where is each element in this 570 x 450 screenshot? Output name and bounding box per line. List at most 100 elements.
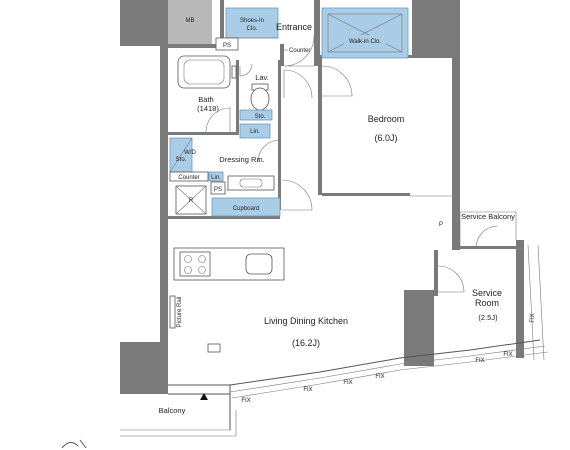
column-top-right bbox=[412, 0, 460, 55]
bedroom-label: Bedroom bbox=[368, 114, 405, 124]
picture-rail-label: Picture Rail bbox=[177, 297, 183, 328]
fix-label-6: FIX bbox=[503, 352, 512, 358]
linen-box-2 bbox=[208, 171, 224, 182]
lin-label-1: Lin. bbox=[250, 129, 260, 135]
north-arrow bbox=[61, 439, 87, 449]
ps-mid-label: PS bbox=[214, 187, 222, 193]
entry-inner-door bbox=[283, 69, 313, 99]
ldk-small-box bbox=[207, 343, 221, 353]
balcony-rail-2 bbox=[231, 351, 549, 399]
service-balcony-label: Service Balcony bbox=[461, 212, 515, 221]
fix-label-2: FIX bbox=[303, 387, 312, 393]
mb-area bbox=[168, 0, 212, 44]
right-balcony-rail-1 bbox=[527, 244, 535, 361]
kitchen-sink bbox=[245, 253, 273, 275]
living-door-swing bbox=[281, 179, 313, 211]
column-bottom-left bbox=[120, 342, 168, 394]
linen-box-1 bbox=[239, 123, 271, 139]
shoes-in-clo-label-2: Clo. bbox=[247, 26, 258, 32]
cupboard bbox=[211, 197, 281, 217]
wall-lav-right bbox=[278, 60, 281, 210]
ps-mid-box bbox=[210, 181, 226, 195]
wd-diag bbox=[169, 137, 193, 173]
right-balcony-rail-2 bbox=[537, 244, 545, 361]
wall-bedroom-left bbox=[318, 55, 322, 195]
fix-label-4: FIX bbox=[375, 374, 384, 380]
mb-label: MB bbox=[186, 18, 195, 24]
ldk-label: Living Dining Kitchen bbox=[264, 316, 348, 326]
bath-door-swing bbox=[205, 107, 231, 133]
lav-label: Lav. bbox=[255, 73, 269, 82]
wall-bath-bottom bbox=[168, 132, 238, 135]
refrigerator-diag-2 bbox=[175, 185, 207, 215]
shoes-in-closet bbox=[225, 7, 279, 39]
wall-dressing-bottom bbox=[168, 216, 280, 219]
burner-2 bbox=[198, 255, 206, 263]
counter-mid-label: Counter bbox=[178, 175, 199, 181]
wall-entry-divider bbox=[314, 0, 320, 66]
fix-label-3: FIX bbox=[343, 380, 352, 386]
burner-4 bbox=[198, 266, 206, 274]
bathtub bbox=[177, 55, 231, 89]
sto-label-1: Sto. bbox=[255, 114, 266, 120]
r-label: R bbox=[189, 198, 194, 204]
balcony-rail-4 bbox=[120, 410, 237, 437]
wall-bedroom-bottom bbox=[322, 193, 410, 196]
balcony-rail-1 bbox=[229, 345, 546, 393]
column-top-left bbox=[120, 0, 168, 46]
bath-label: Bath bbox=[198, 95, 213, 104]
walk-in-clo-label: Walk-in Clo. bbox=[349, 39, 381, 45]
service-room-door bbox=[437, 265, 465, 293]
fix-label-1: FIX bbox=[241, 398, 250, 404]
sto-box-1 bbox=[239, 109, 273, 121]
balcony-label: Balcony bbox=[159, 406, 186, 415]
entry-door-swing bbox=[283, 35, 315, 67]
shoes-in-clo-label-1: Shoes-In bbox=[240, 18, 264, 24]
service-room-size-label: (2.5J) bbox=[478, 313, 498, 322]
wall-service-top bbox=[458, 246, 520, 249]
cooktop bbox=[179, 251, 211, 277]
service-balcony-rail bbox=[459, 211, 517, 246]
dressing-rm-label: Dressing Rm. bbox=[219, 155, 264, 164]
bath-fixture bbox=[231, 65, 237, 79]
fix-label-5: FIX bbox=[475, 358, 484, 364]
walk-in-label-bg bbox=[344, 35, 386, 45]
wall-top bbox=[168, 44, 220, 48]
sto-label-2: Sto. bbox=[176, 157, 187, 163]
service-room-label-1: Service bbox=[472, 288, 502, 298]
service-room-label-2: Room bbox=[475, 298, 499, 308]
wall-bath-right bbox=[236, 60, 239, 135]
service-balcony-door bbox=[475, 225, 499, 249]
wd-label: W/D bbox=[184, 150, 196, 156]
wall-left bbox=[160, 44, 168, 344]
fix-label-7: FIX bbox=[530, 313, 536, 322]
counter-top-label: Counter bbox=[289, 48, 310, 54]
burner-3 bbox=[184, 266, 192, 274]
living-exterior-line bbox=[168, 339, 541, 386]
bedroom-door-swing bbox=[321, 65, 353, 97]
lav-door bbox=[239, 63, 253, 77]
ps-top-box bbox=[215, 37, 239, 51]
wall-entry-right bbox=[280, 44, 284, 66]
dressing-door-swing bbox=[257, 139, 281, 163]
picture-rail bbox=[169, 295, 176, 329]
ps-top-label: PS bbox=[223, 43, 231, 49]
bath-size-label: (1418) bbox=[197, 104, 219, 113]
wall-service-right bbox=[516, 240, 524, 358]
wall-entry-top bbox=[220, 0, 224, 44]
wall-right-column bbox=[404, 290, 434, 366]
cupboard-label: Cupboard bbox=[233, 206, 259, 212]
sink-basin bbox=[239, 178, 263, 188]
lin-label-2: Lin. bbox=[211, 175, 221, 181]
balcony-marker bbox=[200, 393, 208, 400]
burner-1 bbox=[184, 255, 192, 263]
bedroom-size-label: (6.0J) bbox=[374, 133, 397, 143]
wall-service-left bbox=[434, 250, 438, 296]
walk-in-diag-2 bbox=[327, 13, 403, 53]
toilet-bowl bbox=[250, 87, 270, 111]
bathtub-inner bbox=[183, 59, 225, 85]
entrance-label: Entrance bbox=[276, 22, 312, 32]
walk-in-inner bbox=[327, 13, 403, 53]
wall-right-upper bbox=[452, 55, 460, 250]
